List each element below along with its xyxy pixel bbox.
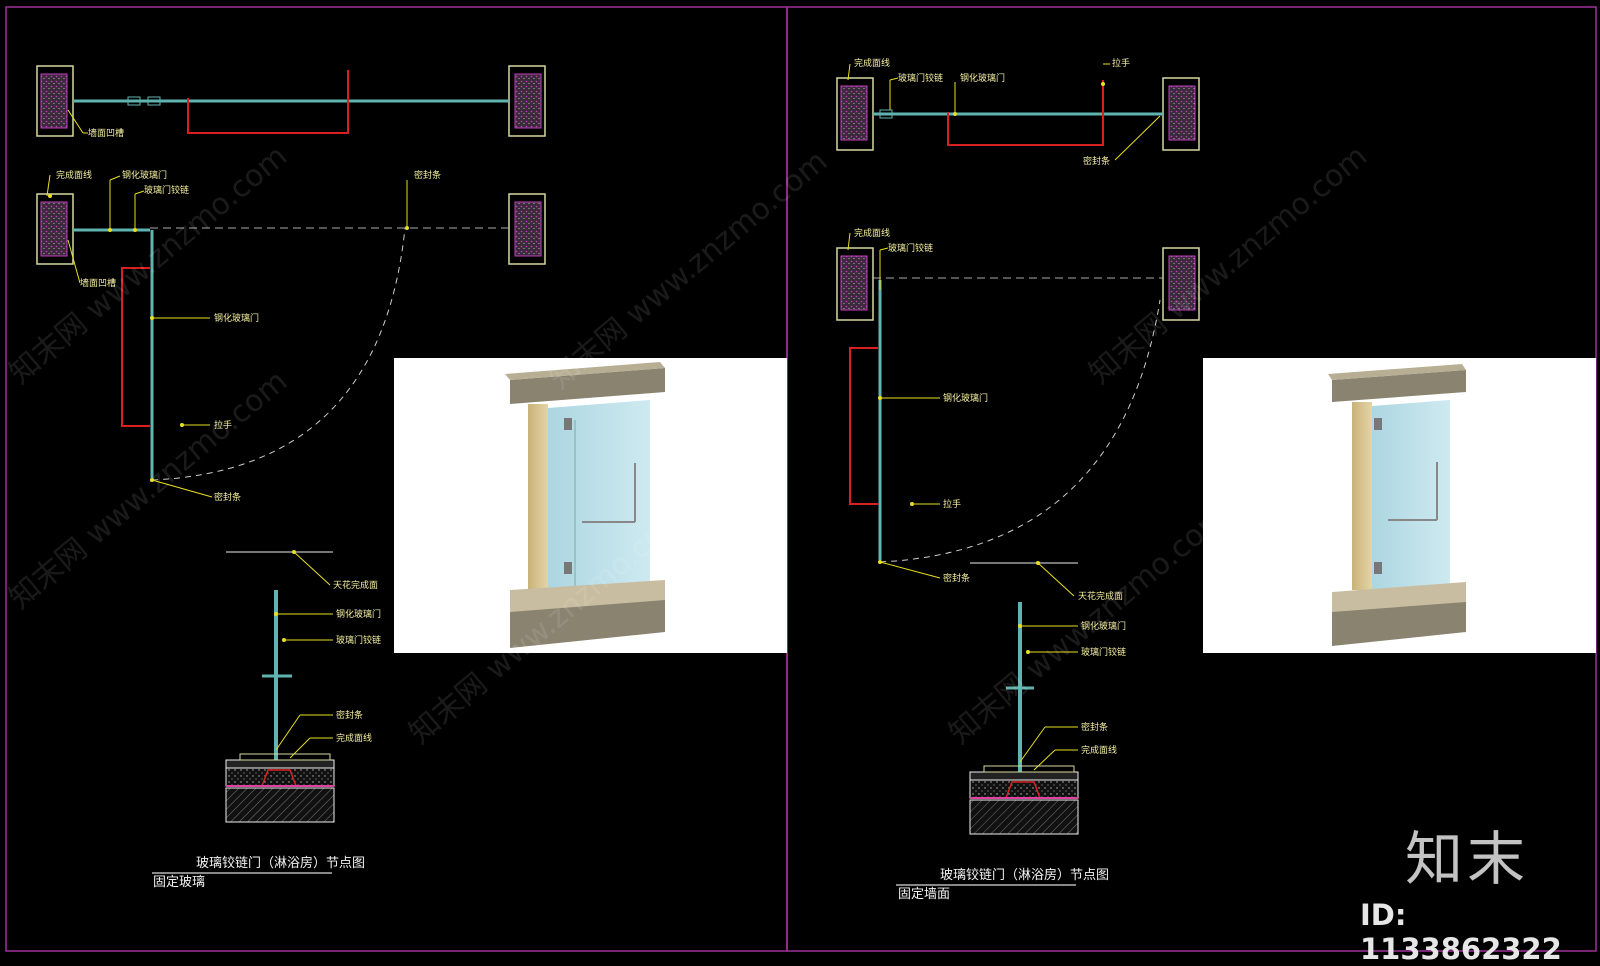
left-label-wall-groove-1: 墙面凹槽: [88, 127, 124, 139]
left-label-seal-bottom: 密封条: [214, 491, 241, 503]
right-open-hinge: 玻璃门铰链: [888, 242, 933, 254]
left-plan-open: 完成面线 钢化玻璃门 玻璃门铰链 密封条 墙面凹槽 钢化玻璃门 拉手 密封条: [36, 169, 546, 503]
right-section: 天花完成面 钢化玻璃门 玻璃门铰链 密封条 完成面线: [969, 561, 1126, 835]
right-label-handle: 拉手: [1112, 57, 1130, 69]
right-open-handle: 拉手: [943, 498, 961, 510]
left-title: 玻璃铰链门（淋浴房）节点图: [196, 855, 365, 871]
right-open-seal: 密封条: [943, 572, 970, 584]
right-title: 玻璃铰链门（淋浴房）节点图: [940, 867, 1109, 883]
svg-text:知末网 www.znzmo.com: 知末网 www.znzmo.com: [3, 364, 294, 616]
left-label-tempered-glass-top: 钢化玻璃门: [122, 169, 167, 181]
right-label-finish-line: 完成面线: [854, 57, 890, 69]
left-sec-ceiling: 天花完成面: [333, 579, 378, 591]
right-label-tempered-glass: 钢化玻璃门: [960, 72, 1005, 84]
left-label-seal-top: 密封条: [414, 169, 441, 181]
right-open-glass-door: 钢化玻璃门: [943, 392, 988, 404]
right-sec-glass: 钢化玻璃门: [1081, 620, 1126, 632]
left-label-wall-groove-2: 墙面凹槽: [80, 277, 116, 289]
right-subtitle: 固定墙面: [898, 887, 950, 902]
right-sec-ceiling: 天花完成面: [1078, 590, 1123, 602]
svg-text:知末网 www.znzmo.com: 知末网 www.znzmo.com: [1083, 139, 1374, 391]
left-subtitle: 固定玻璃: [153, 875, 205, 890]
left-sec-seal: 密封条: [336, 709, 363, 721]
brand-logo: 知末: [1405, 825, 1530, 893]
left-label-handle: 拉手: [214, 419, 232, 431]
right-sec-hinge: 玻璃门铰链: [1081, 646, 1126, 658]
right-sec-finish: 完成面线: [1081, 744, 1117, 756]
right-3d-render: [1203, 358, 1596, 653]
right-label-seal: 密封条: [1083, 155, 1110, 167]
left-section: 天花完成面 钢化玻璃门 玻璃门铰链 密封条 完成面线: [225, 550, 381, 823]
right-open-finish-line: 完成面线: [854, 227, 890, 239]
right-plan-closed: 完成面线 玻璃门铰链 钢化玻璃门 拉手 密封条: [836, 57, 1200, 167]
right-sec-seal: 密封条: [1081, 721, 1108, 733]
left-sec-glass: 钢化玻璃门: [336, 608, 381, 620]
brand-id: ID: 1133862322: [1360, 898, 1562, 966]
left-sec-finish: 完成面线: [336, 732, 372, 744]
left-plan-closed: 墙面凹槽: [36, 65, 546, 139]
left-sec-hinge: 玻璃门铰链: [336, 634, 381, 646]
right-label-hinge: 玻璃门铰链: [898, 72, 943, 84]
svg-text:知末网 www.znzmo.com: 知末网 www.znzmo.com: [943, 499, 1234, 751]
left-label-finish-line: 完成面线: [56, 169, 92, 181]
left-3d-render: [394, 358, 787, 653]
left-label-hinge: 玻璃门铰链: [144, 184, 189, 196]
right-plan-open: 完成面线 玻璃门铰链 钢化玻璃门 拉手 密封条: [836, 227, 1200, 584]
left-label-glass-door: 钢化玻璃门: [214, 312, 259, 324]
